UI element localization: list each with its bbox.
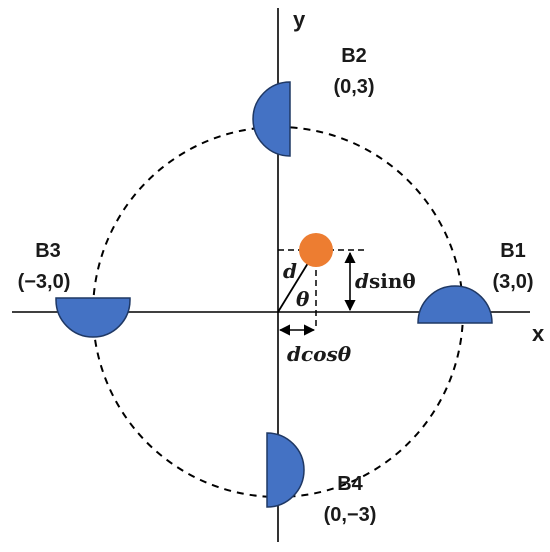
- beacon-b1-coord: (3,0): [492, 271, 533, 293]
- dcos-label-rest: cosθ: [301, 342, 352, 366]
- beacon-b1-half-disc: [417, 285, 493, 324]
- dsin-label-d: d: [355, 269, 369, 293]
- beacon-b2-name: B2: [341, 45, 367, 67]
- beacon-b2-coord: (0,3): [333, 76, 374, 98]
- dcos-label-d: d: [287, 342, 301, 366]
- x-axis-label: x: [532, 321, 545, 346]
- beacon-b1-name: B1: [500, 240, 526, 262]
- target-dot: [299, 233, 333, 267]
- dsin-label-rest: sinθ: [369, 269, 416, 293]
- beacon-b3-name: B3: [35, 240, 61, 262]
- beacon-b3-coord: (−3,0): [18, 271, 71, 293]
- beacon-b4-half-disc: [266, 432, 305, 508]
- y-axis-label: y: [293, 7, 306, 32]
- beacon-b4-name: B4: [337, 473, 363, 495]
- beacon-b2-half-disc: [252, 81, 291, 157]
- angle-label: θ: [296, 287, 310, 311]
- distance-label: d: [283, 259, 297, 283]
- beacon-b4-coord: (0,−3): [324, 504, 377, 526]
- dsin-label: dsinθ: [355, 269, 416, 293]
- beacon-b3-half-disc: [55, 297, 131, 338]
- dcos-label: dcosθ: [287, 342, 352, 366]
